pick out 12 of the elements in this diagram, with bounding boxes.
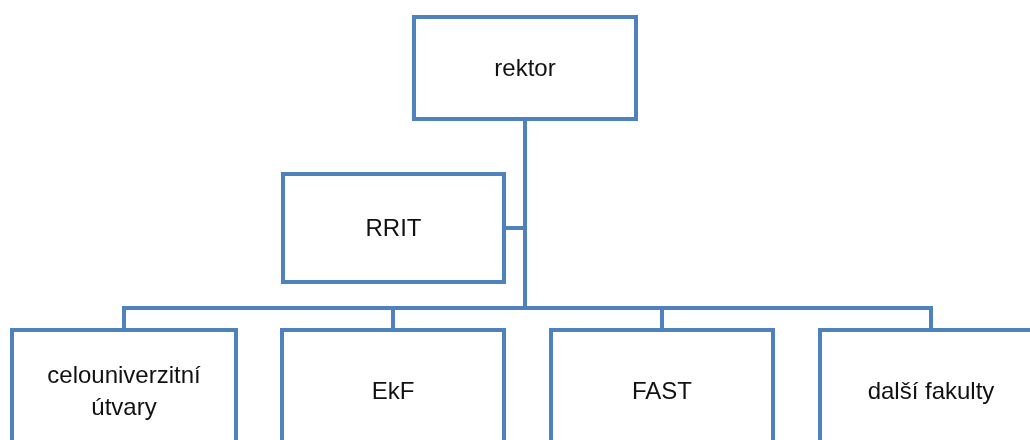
box-label: FAST — [632, 375, 692, 406]
org-box — [281, 172, 506, 284]
org-box — [412, 15, 638, 121]
org-box — [10, 328, 238, 440]
box-label: RRIT — [365, 213, 422, 244]
box-label: další fakulty — [867, 375, 995, 406]
org-box — [280, 328, 506, 440]
box-label: EkF — [371, 375, 415, 406]
org-box — [818, 328, 1030, 440]
box-label: rektor — [494, 53, 556, 84]
org-box — [549, 328, 775, 440]
box-label: celouniverzitní útvary — [46, 360, 202, 422]
